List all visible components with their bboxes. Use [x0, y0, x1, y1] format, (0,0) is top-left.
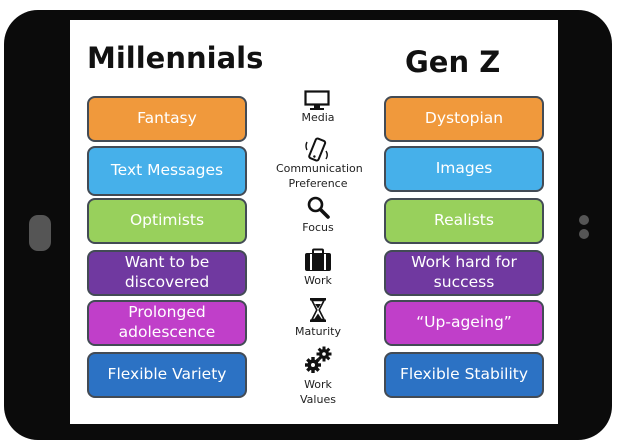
heading-millennials: Millennials [87, 41, 264, 75]
millennials-communication-box: Text Messages [87, 146, 247, 196]
briefcase-icon [305, 248, 331, 271]
box-label: Optimists [129, 211, 205, 230]
millennials-work-values-box: Flexible Variety [87, 352, 247, 398]
phone-icon [305, 137, 328, 162]
magnifier-icon [307, 196, 330, 219]
box-label: Want to be discovered [124, 253, 210, 291]
category-line: Values [300, 392, 336, 406]
genz-communication-box: Images [384, 146, 544, 192]
category-line: Preference [288, 176, 348, 190]
box-label: Fantasy [137, 109, 197, 128]
box-label: Flexible Variety [107, 365, 227, 384]
home-button [29, 215, 51, 251]
category-focus: Focus [302, 221, 334, 234]
millennials-focus-box: Optimists [87, 198, 247, 244]
box-label: Dystopian [424, 109, 504, 128]
heading-gen-z: Gen Z [405, 45, 501, 79]
category-media: Media [301, 111, 335, 124]
category-maturity: Maturity [295, 325, 341, 338]
sensor-dot [579, 229, 589, 239]
box-label: Work hard for success [411, 253, 517, 291]
gears-icon [305, 346, 332, 373]
genz-work-box: Work hard for success [384, 250, 544, 296]
camera-dot [579, 215, 589, 225]
box-label: Realists [434, 211, 494, 230]
box-label: “Up-ageing” [416, 313, 512, 332]
box-label: Images [435, 159, 493, 178]
category-line: Work [304, 378, 332, 391]
millennials-maturity-box: Prolonged adolescence [87, 300, 247, 346]
category-line: Communication [276, 162, 363, 175]
millennials-media-box: Fantasy [87, 96, 247, 142]
millennials-work-box: Want to be discovered [87, 250, 247, 296]
category-work-values: Work Values [283, 378, 353, 408]
genz-maturity-box: “Up-ageing” [384, 300, 544, 346]
box-label: Flexible Stability [400, 365, 528, 384]
box-label: Prolonged adolescence [118, 303, 216, 341]
genz-media-box: Dystopian [384, 96, 544, 142]
monitor-icon [304, 90, 330, 110]
category-work: Work [304, 274, 332, 287]
box-label: Text Messages [110, 161, 224, 180]
category-communication-preference: Communication Preference [276, 162, 363, 192]
hourglass-icon [310, 298, 326, 322]
genz-work-values-box: Flexible Stability [384, 352, 544, 398]
genz-focus-box: Realists [384, 198, 544, 244]
